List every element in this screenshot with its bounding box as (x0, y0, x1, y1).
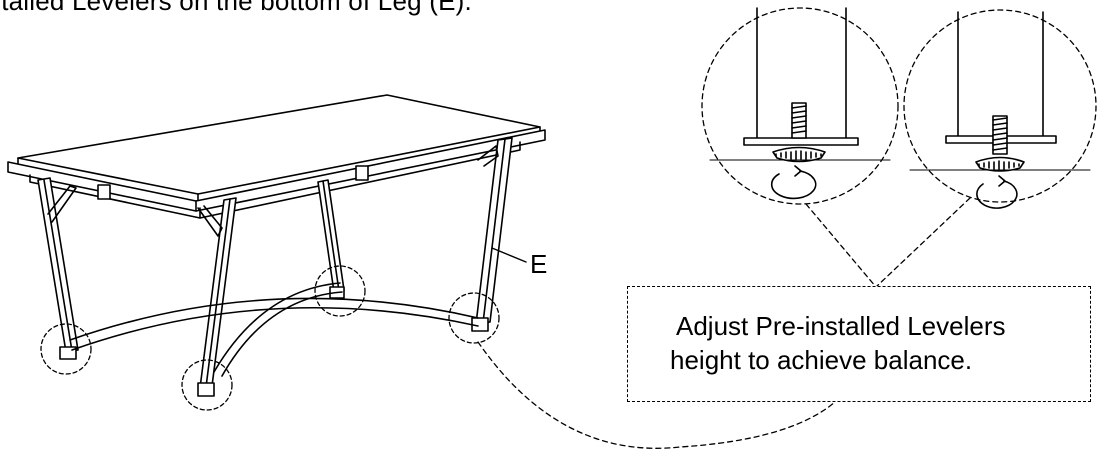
table-legs (38, 138, 512, 396)
detail-view-right (904, 10, 1096, 208)
note-line-1: Adjust Pre-installed Levelers (676, 311, 1006, 341)
part-label-leader (492, 248, 526, 262)
detail-leaders (806, 198, 970, 287)
instruction-text: stalled Levelers on the bottom of Leg (E… (0, 0, 472, 16)
table-top (8, 95, 545, 218)
stretchers (70, 283, 478, 376)
adjustment-note-box: Adjust Pre-installed Levelers height to … (627, 286, 1091, 402)
leveler-callout-circles (41, 266, 499, 410)
callout-connector-arc (478, 342, 835, 448)
note-line-2: height to achieve balance. (670, 345, 973, 375)
part-label-e: E (530, 249, 548, 279)
detail-view-left (702, 8, 898, 204)
